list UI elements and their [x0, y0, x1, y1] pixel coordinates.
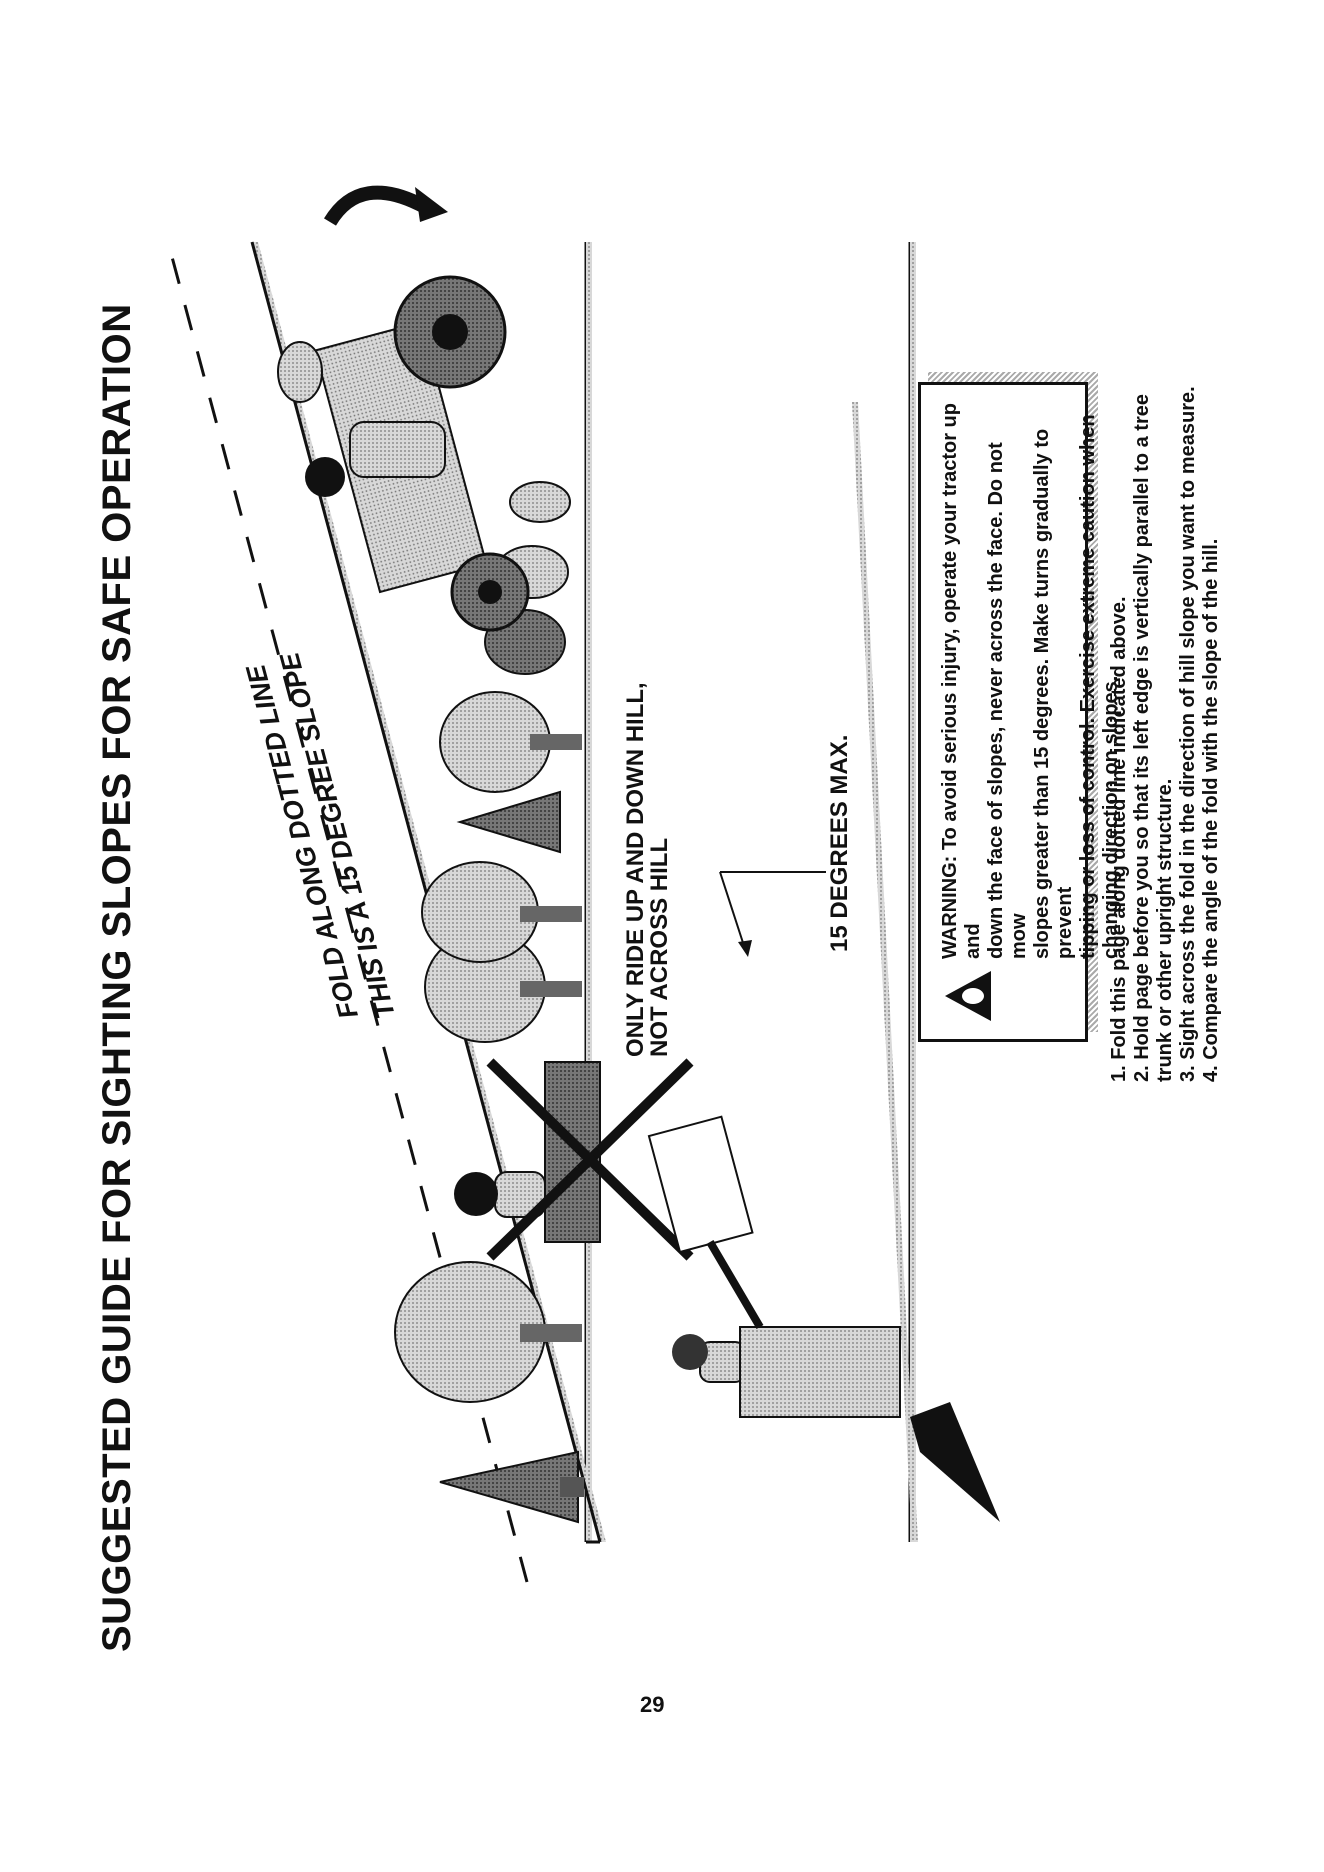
person-sighting-slope — [647, 1115, 1000, 1522]
max-degrees-label: 15 DEGREES MAX. — [826, 734, 853, 952]
unsafe-tractor-across-hill — [454, 1058, 694, 1261]
warning-triangle-icon — [945, 971, 991, 1021]
warning-line: tipping or loss of control. Exercise ext… — [1077, 414, 1099, 959]
round-tree — [394, 1261, 582, 1403]
warning-line: slopes greater than 15 degrees. Make tur… — [1031, 428, 1076, 959]
warning-text: WARNING: To avoid serious injury, operat… — [939, 399, 1123, 959]
ground-hatch-lower — [910, 242, 916, 1542]
instruction-list: 1. Fold this page along dotted line indi… — [1108, 232, 1223, 1082]
warning-box: WARNING: To avoid serious injury, operat… — [918, 382, 1122, 1042]
instruction-item: 3. Sight across the fold in the directio… — [1177, 386, 1199, 1082]
lower-slope — [852, 402, 918, 1542]
page-number: 29 — [640, 1692, 665, 1717]
instruction-item: trunk or other upright structure. — [1154, 778, 1176, 1082]
warning-line: down the face of slopes, never across th… — [985, 442, 1030, 959]
angle-arrows — [719, 871, 826, 957]
ride-instruction-line-2: NOT ACROSS HILL — [646, 837, 673, 1057]
safe-tractor-down-hill — [277, 185, 530, 632]
tree-cluster — [421, 481, 582, 1043]
ground-hatch-upper — [586, 242, 592, 1542]
warning-line: WARNING: To avoid serious injury, operat… — [939, 403, 984, 959]
fold-dotted-line — [166, 241, 529, 1583]
instruction-item: 2. Hold page before you so that its left… — [1131, 394, 1153, 1082]
conifer-tree — [439, 1450, 584, 1524]
instruction-item: 1. Fold this page along dotted line indi… — [1108, 596, 1130, 1082]
instruction-item: 4. Compare the angle of the fold with th… — [1200, 538, 1222, 1082]
